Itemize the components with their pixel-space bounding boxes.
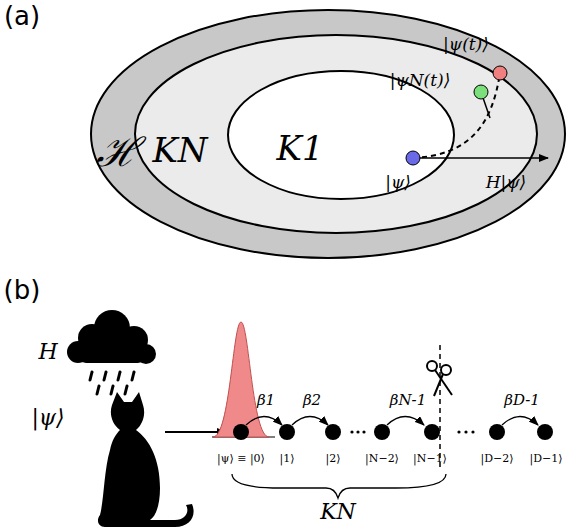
site-label: |ψ⟩ ≡ |0⟩	[217, 453, 265, 464]
state-label: |ψ(t)⟩	[443, 36, 489, 53]
cat-silhouette	[98, 392, 194, 527]
site-label: |2⟩	[326, 453, 341, 464]
cloud-icon	[67, 310, 156, 364]
coefficient-label: β1	[257, 393, 275, 408]
space-label: KN	[152, 130, 207, 170]
exact-state-dot	[493, 66, 507, 80]
scissors-icon	[427, 361, 452, 396]
coefficient-label: βN-1	[390, 393, 426, 408]
wavepacket	[213, 322, 269, 437]
site-label: |D−2⟩	[480, 453, 513, 464]
coefficient-label: βD-1	[504, 393, 540, 408]
subspace-brace	[232, 474, 446, 498]
space-label: ℋ	[96, 123, 138, 178]
ellipse-outline	[227, 70, 455, 200]
state-label: H|ψ⟩	[486, 174, 527, 191]
subspace-ellipse: KN K1	[134, 34, 538, 234]
site-label: |D−1⟩	[529, 453, 562, 464]
coefficient-label: β2	[303, 393, 321, 408]
site-label: |N−1⟩	[413, 453, 447, 464]
rain-drops	[90, 372, 134, 394]
state-label: |ψ⟩	[385, 174, 411, 191]
truncation-line	[439, 345, 441, 470]
site-label: |1⟩	[280, 453, 295, 464]
hamiltonian-label: H	[38, 341, 57, 363]
subspace-ellipse: K1	[227, 70, 455, 200]
subspace-ellipse: ℋ KN K1	[90, 9, 566, 259]
hopping-arcs	[246, 417, 538, 426]
chain-sites	[233, 424, 553, 440]
space-label: K1	[276, 128, 323, 168]
panel-label: (a)	[4, 3, 40, 29]
input-arrow	[165, 431, 226, 433]
subspace-label: KN	[320, 501, 356, 523]
krylov-state-dot	[474, 85, 488, 99]
site-label: |N−2⟩	[365, 453, 399, 464]
initial-state-dot	[406, 151, 420, 165]
state-label: |ψN(t)⟩	[390, 72, 451, 89]
state-label: |ψ⟩	[31, 407, 64, 429]
panel-label: (b)	[4, 277, 41, 303]
hamiltonian-arrow	[413, 157, 548, 159]
